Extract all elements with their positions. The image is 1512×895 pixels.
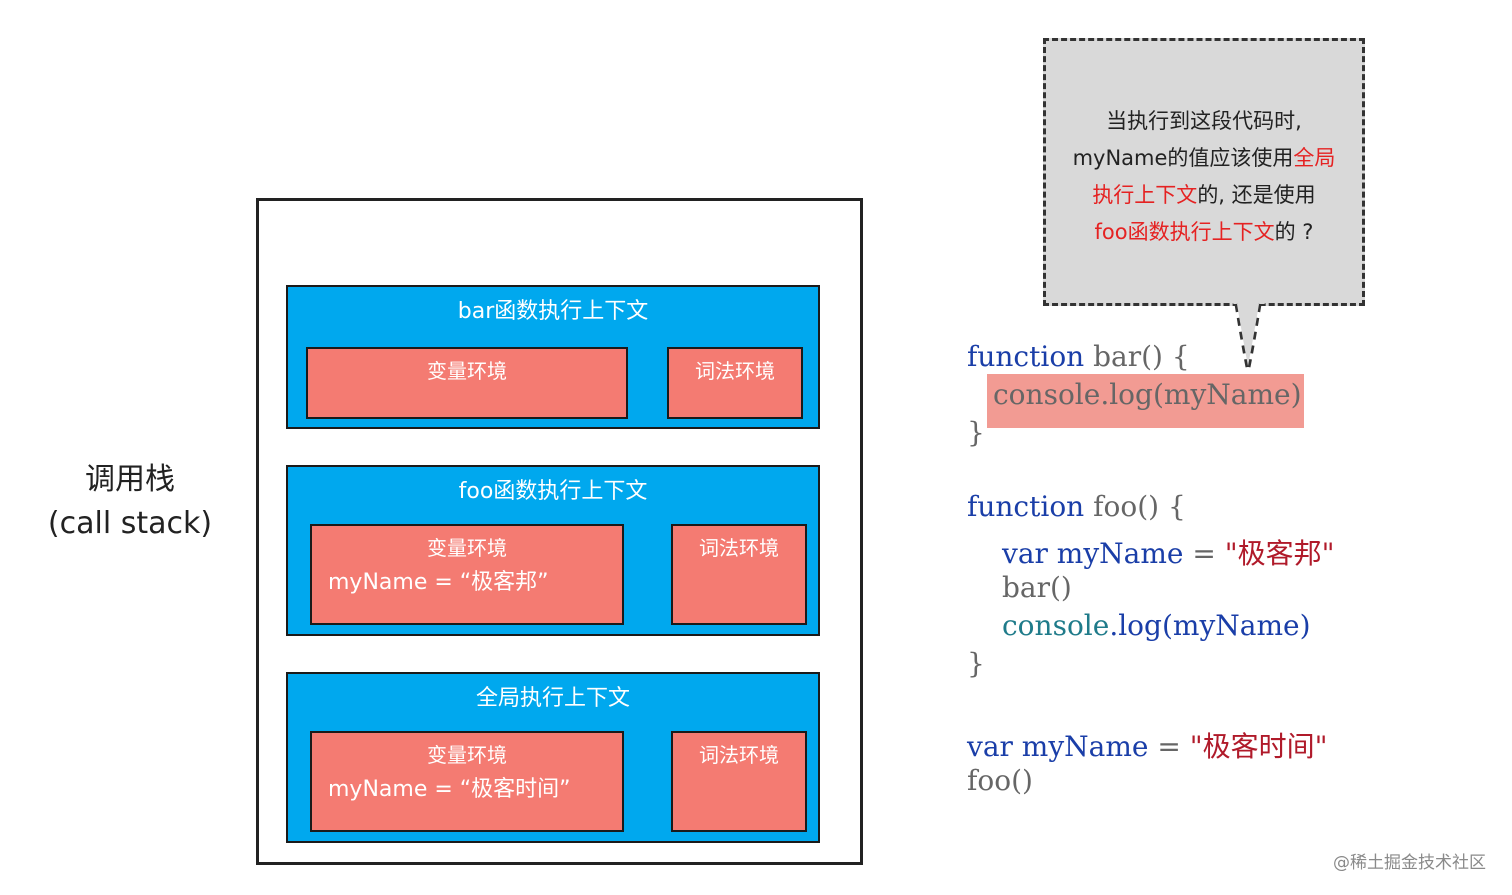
callout-line-2b: 全局 <box>1293 146 1336 170</box>
code-foo-var: var myName = "极客邦" <box>1002 532 1335 572</box>
code-bar-log-call: .log(myName) <box>1100 378 1302 411</box>
callout-line-2a: myName的值应该使用 <box>1072 146 1294 170</box>
callout-line-3a: 执行上下文 <box>1092 183 1198 207</box>
code-bar-body: console.log(myName) <box>993 378 1302 411</box>
global-lexical-environment: 词法环境 <box>671 731 807 832</box>
code-foo-var-string: "极客邦" <box>1224 537 1335 570</box>
callout-line-4b: 的 ? <box>1274 220 1314 244</box>
bar-lexical-environment-title: 词法环境 <box>695 359 775 383</box>
question-callout: 当执行到这段代码时, myName的值应该使用全局 执行上下文的, 还是使用 f… <box>1043 38 1365 306</box>
bar-variable-environment: 变量环境 <box>306 347 628 419</box>
foo-execution-context: foo函数执行上下文 变量环境 myName = “极客邦” 词法环境 <box>286 465 820 636</box>
code-global-var-keyword: var myName <box>967 730 1149 763</box>
call-stack-label-en: (call stack) <box>47 506 213 541</box>
bar-variable-environment-title: 变量环境 <box>427 359 507 383</box>
global-variable-environment-title: 变量环境 <box>427 743 507 767</box>
code-bar-signature: function bar() { <box>967 340 1190 373</box>
global-lexical-environment-title: 词法环境 <box>699 743 779 767</box>
callout-line-4a: foo函数执行上下文 <box>1094 220 1275 244</box>
foo-lexical-environment-title: 词法环境 <box>699 536 779 560</box>
watermark: @稀土掘金技术社区 <box>1333 853 1486 873</box>
bar-lexical-environment: 词法环境 <box>667 347 803 419</box>
global-variable-environment: 变量环境 myName = “极客时间” <box>310 731 624 832</box>
foo-context-title: foo函数执行上下文 <box>458 479 648 504</box>
code-foo-call-bar: bar() <box>1002 571 1072 604</box>
call-stack-frame <box>256 198 863 865</box>
code-bar-close: } <box>967 416 985 449</box>
code-foo-log-call: .log(myName) <box>1109 609 1311 642</box>
call-stack-label: 调用栈 (call stack) <box>40 458 220 546</box>
code-foo-close: } <box>967 647 985 680</box>
code-foo-name: foo() { <box>1084 490 1186 523</box>
code-bar-name: bar() { <box>1084 340 1190 373</box>
callout-pointer <box>1230 302 1268 373</box>
bar-execution-context: bar函数执行上下文 变量环境 词法环境 <box>286 285 820 429</box>
global-context-title: 全局执行上下文 <box>475 686 630 711</box>
callout-line-1: 当执行到这段代码时, <box>1106 109 1302 133</box>
code-global-call-foo: foo() <box>967 764 1033 797</box>
code-foo-var-keyword: var myName <box>1002 537 1184 570</box>
code-global-var-eq: = <box>1148 730 1190 763</box>
foo-variable-myname: myName = “极客邦” <box>328 570 549 595</box>
global-variable-myname: myName = “极客时间” <box>328 777 571 802</box>
bar-context-title: bar函数执行上下文 <box>457 299 649 324</box>
code-highlight <box>987 374 1304 428</box>
code-foo-signature: function foo() { <box>967 490 1186 523</box>
global-execution-context: 全局执行上下文 变量环境 myName = “极客时间” 词法环境 <box>286 672 820 843</box>
foo-variable-environment: 变量环境 myName = “极客邦” <box>310 524 624 625</box>
code-foo-log: console.log(myName) <box>1002 609 1311 642</box>
call-stack-label-cn: 调用栈 <box>85 462 175 497</box>
code-global-var-string: "极客时间" <box>1189 730 1328 763</box>
callout-text: 当执行到这段代码时, myName的值应该使用全局 执行上下文的, 还是使用 f… <box>1046 103 1362 251</box>
code-foo-var-eq: = <box>1183 537 1225 570</box>
callout-line-3b: 的, 还是使用 <box>1197 183 1316 207</box>
foo-lexical-environment: 词法环境 <box>671 524 807 625</box>
foo-variable-environment-title: 变量环境 <box>427 536 507 560</box>
code-foo-console: console <box>1002 609 1110 642</box>
code-global-var: var myName = "极客时间" <box>967 725 1328 765</box>
code-bar-console: console <box>993 378 1101 411</box>
code-keyword-function: function <box>967 340 1085 373</box>
code-keyword-function-foo: function <box>967 490 1085 523</box>
